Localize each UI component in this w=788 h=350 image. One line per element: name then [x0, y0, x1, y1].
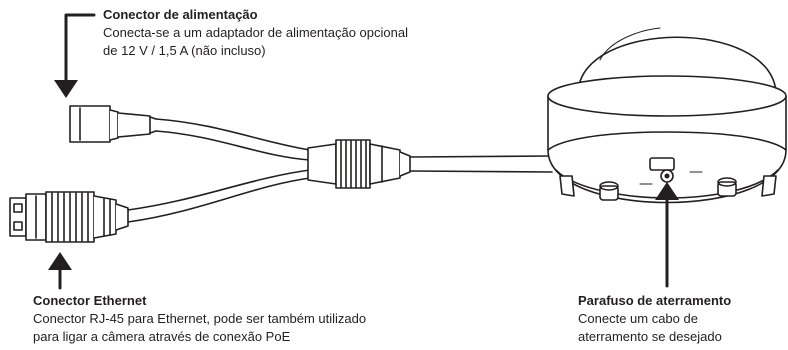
ethernet-connector-arrow — [48, 252, 72, 290]
grounding-screw-description-line: Conecte um cabo de — [578, 311, 698, 326]
power-cable — [155, 118, 311, 161]
dome-camera — [547, 27, 787, 204]
power-connector-description-line: de 12 V / 1,5 A (não incluso) — [103, 43, 266, 58]
ethernet-connector-title: Conector Ethernet — [33, 293, 147, 308]
power-barrel-connector — [69, 105, 157, 143]
power-connector-title: Conector de alimentação — [103, 7, 258, 22]
power-connector-callout: Conector de alimentação Conecta-se a um … — [103, 6, 408, 60]
cable-splitter — [307, 139, 411, 189]
grounding-screw-title: Parafuso de aterramento — [578, 293, 732, 308]
grounding-screw-callout: Parafuso de aterramento Conecte um cabo … — [578, 292, 731, 346]
ethernet-connector-description-line: para ligar a câmera através de conexão P… — [33, 329, 291, 344]
power-connector-arrow — [54, 13, 96, 98]
grounding-screw-description-line: aterramento se desejado — [578, 329, 722, 344]
ethernet-connector-callout: Conector Ethernet Conector RJ-45 para Et… — [33, 292, 366, 346]
ethernet-cable — [127, 169, 311, 223]
ethernet-connector-description-line: Conector RJ-45 para Ethernet, pode ser t… — [33, 311, 367, 326]
power-connector-description-line: Conecta-se a um adaptador de alimentação… — [103, 25, 408, 40]
ethernet-rj45-connector — [9, 191, 129, 243]
grounding-screw-arrow — [655, 182, 679, 288]
main-cable — [409, 155, 553, 173]
